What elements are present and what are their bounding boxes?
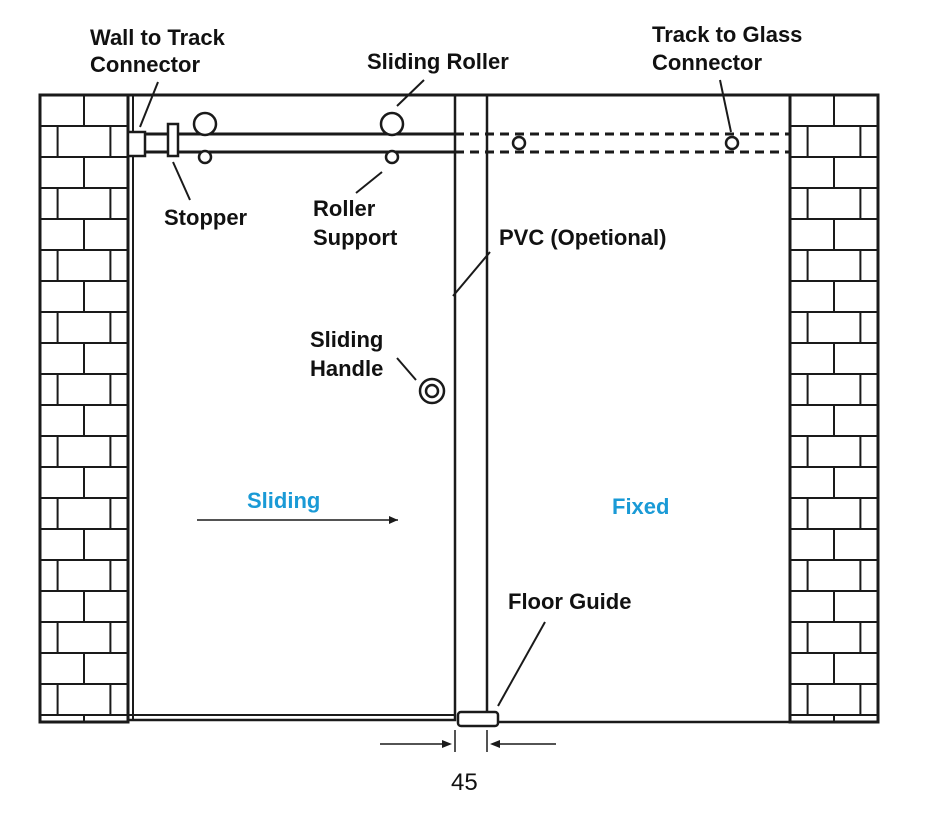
leader-roller-support (355, 171, 383, 194)
sliding-roller-left (192, 111, 218, 137)
sliding-roller-label: Sliding Roller (367, 49, 509, 74)
gap-dimension-value: 45 (451, 769, 478, 796)
track-to-glass-connector-right (724, 135, 740, 151)
leader-track-to-glass (719, 79, 732, 133)
leader-sliding-roller (396, 79, 425, 107)
wall-to-track-label-line1: Wall to Track (90, 25, 226, 50)
track-bar-dashed (455, 132, 790, 154)
left-brick-wall (38, 93, 130, 724)
gap-dimension-marks (380, 730, 556, 752)
sliding-direction-arrow (197, 516, 398, 524)
track-to-glass-label-line2: Connector (652, 50, 762, 75)
leader-floor-guide (497, 621, 546, 707)
roller-support-label-line1: Roller (313, 196, 376, 221)
stopper (166, 122, 180, 158)
sliding-handle (418, 377, 446, 405)
fixed-glass-panel (485, 93, 792, 724)
pvc-label: PVC (Opetional) (499, 225, 666, 250)
track-bar (140, 132, 455, 154)
sliding-handle-label-line1: Sliding (310, 327, 383, 352)
leader-lines (139, 79, 732, 707)
sliding-glass-panel (126, 93, 457, 722)
floor-guide (456, 710, 500, 728)
sliding-handle-label-line2: Handle (310, 356, 383, 381)
wall-to-track-connector (126, 130, 147, 158)
track-to-glass-label-line1: Track to Glass (652, 22, 802, 47)
leader-sliding-handle (396, 357, 417, 381)
leader-pvc (452, 251, 491, 297)
track-to-glass-connector-left (511, 135, 527, 151)
leader-stopper (172, 161, 191, 201)
roller-support-right (384, 149, 400, 165)
roller-support-label-line2: Support (313, 225, 398, 250)
leader-wall-to-track (139, 81, 159, 128)
right-brick-wall (788, 93, 880, 724)
sliding-roller-right (379, 111, 405, 137)
sliding-panel-label: Sliding (247, 488, 320, 513)
roller-support-left (197, 149, 213, 165)
floor-guide-label: Floor Guide (508, 589, 631, 614)
wall-to-track-label-line2: Connector (90, 52, 200, 77)
stopper-label: Stopper (164, 205, 248, 230)
fixed-panel-label: Fixed (612, 494, 669, 519)
